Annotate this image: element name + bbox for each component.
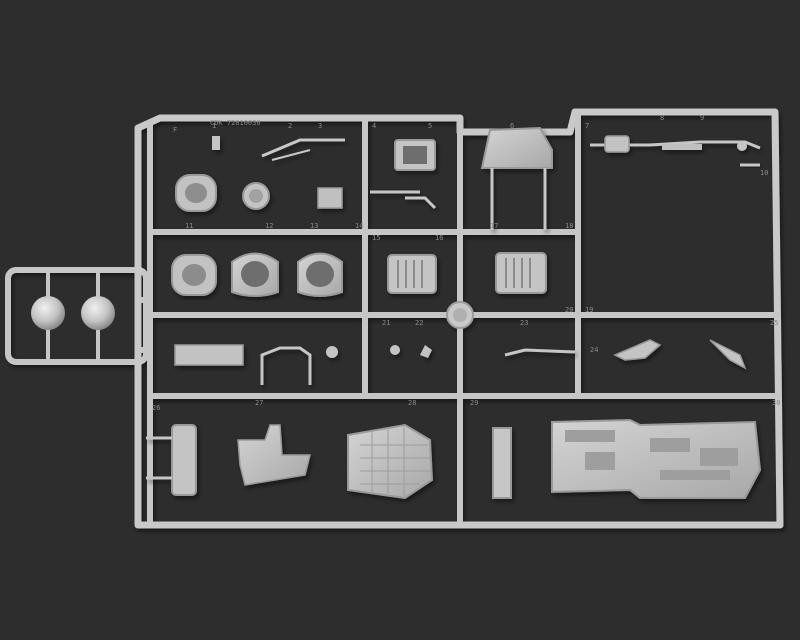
slim-plate-part (492, 427, 512, 499)
cover-part (480, 126, 553, 169)
rod-part (662, 144, 702, 150)
frame-arc-part (260, 346, 312, 385)
part-number-tag: 23 (520, 319, 528, 327)
part-number-tag: 18 (565, 222, 573, 230)
upper-right-parts (590, 135, 761, 167)
part-number-tag: 27 (255, 399, 263, 407)
part-number-tag: 7 (585, 122, 589, 130)
part-number-tag: 29 (470, 399, 478, 407)
part-number-tag: 13 (310, 222, 318, 230)
part-number-tag: 8 (660, 114, 664, 122)
part-number-tag: 6 (510, 122, 514, 130)
grille-part-1 (387, 254, 437, 294)
side-tab-parts (31, 270, 115, 362)
part-number-tag: 12 (265, 222, 273, 230)
part-code: CDK 72810036 (210, 119, 261, 127)
lever-part-2 (709, 339, 747, 370)
lever-part-1 (613, 339, 662, 361)
part-number-tag: 15 (372, 234, 380, 242)
part-number-tag: 16 (435, 234, 443, 242)
frame-letter: F (173, 126, 177, 134)
side-panel-part (171, 424, 197, 496)
part-number-tag: 17 (490, 222, 498, 230)
side-tab-frame (5, 267, 149, 365)
small-block-part (317, 187, 343, 209)
part-number-tag: 28 (408, 399, 416, 407)
round-part-left (31, 296, 65, 330)
part-number-tag: 9 (700, 114, 704, 122)
part-number-tag: 1 (212, 122, 216, 130)
part-number-tag: 2 (288, 122, 292, 130)
shield-plate-part (347, 423, 434, 500)
part-number-tag: 30 (772, 399, 780, 407)
row-2-parts (171, 252, 547, 297)
part-number-tag: 20 (565, 306, 573, 314)
upper-mid-parts (370, 139, 437, 210)
wire-part (261, 138, 345, 158)
instrument-panel-part (237, 424, 311, 486)
part-number-tag: 25 (770, 319, 778, 327)
part-number-tag: 10 (760, 169, 768, 177)
part-number-tag: 24 (590, 346, 598, 354)
part-number-tag: 21 (382, 319, 390, 327)
part-number-tag: 3 (318, 122, 322, 130)
part-number-tag: 5 (428, 122, 432, 130)
bracket-part (604, 135, 630, 153)
part-number-tag: 4 (372, 122, 376, 130)
part-number-tag: 19 (585, 306, 593, 314)
sprue-frame (5, 108, 784, 529)
cover-part-group (480, 126, 553, 230)
panel-strip-part (174, 344, 244, 366)
part-number-tag: 14 (355, 222, 363, 230)
round-part-right (81, 296, 115, 330)
part-number-tag: 11 (185, 222, 193, 230)
bottom-row-parts (146, 418, 762, 500)
part-number-tag: 22 (415, 319, 423, 327)
part-number-tag: 26 (152, 404, 160, 412)
upper-left-parts (175, 136, 345, 212)
row-3-parts (174, 339, 747, 385)
